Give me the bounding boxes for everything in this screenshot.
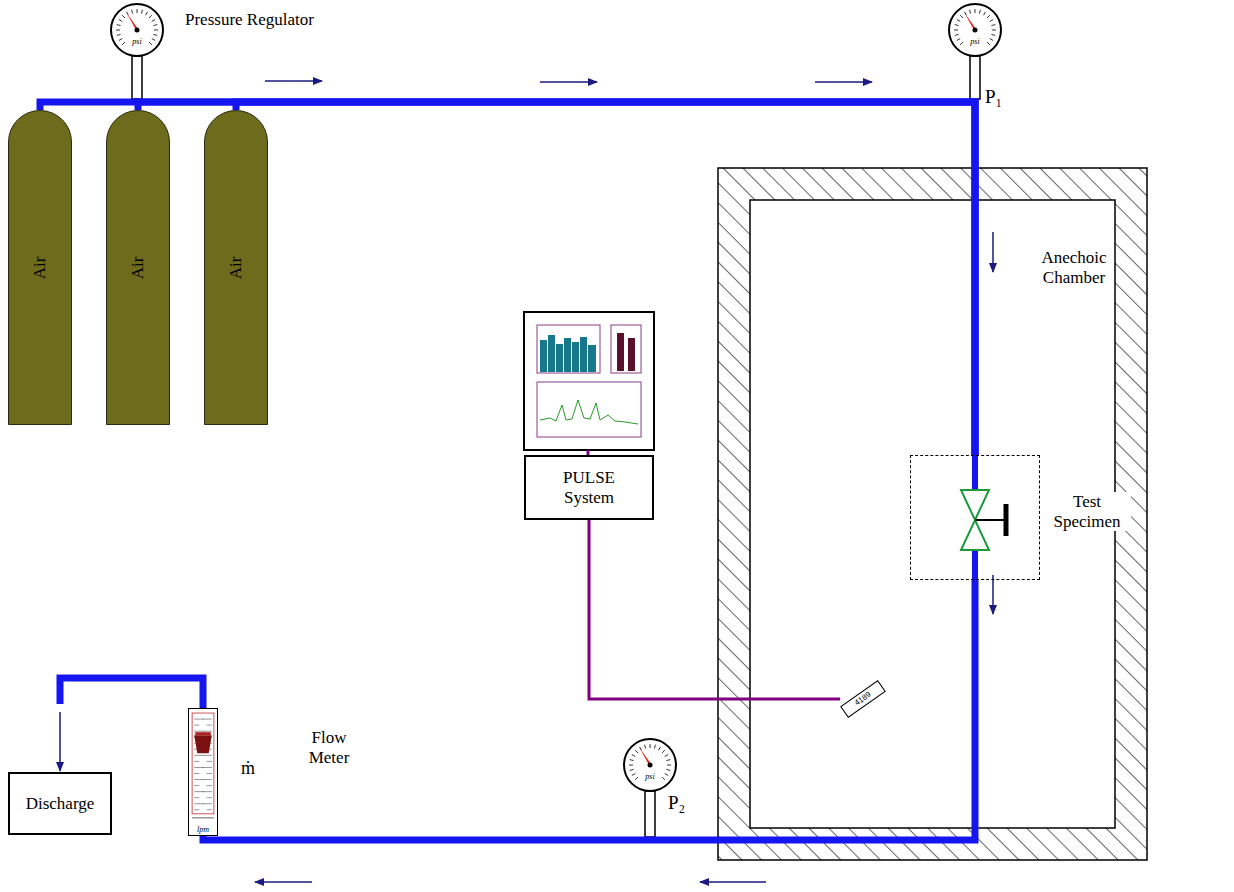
node-text: Test Specimen: [1043, 492, 1131, 531]
flow-arrow: [59, 712, 61, 771]
node-text: 4189: [842, 681, 885, 716]
diagram-label: ṁ: [241, 758, 255, 779]
air-pipe: [40, 102, 975, 455]
monitor: [524, 312, 654, 450]
air-pipe: [236, 102, 975, 455]
diagram-label: P₂: [668, 792, 685, 814]
pressure-gauge: psi: [110, 3, 164, 57]
test-specimen: Test Specimen: [910, 455, 1040, 580]
flow-arrows: [255, 81, 993, 882]
pressure-gauge: psi: [948, 3, 1002, 57]
air-cylinder: Air: [204, 110, 268, 425]
node-text: psi: [112, 37, 162, 46]
pulse-system: PULSE System: [524, 455, 654, 520]
node-text: Air: [128, 256, 148, 279]
valve-symbol: [961, 455, 1006, 580]
air-pipe: [138, 102, 975, 455]
pipe-line: [60, 678, 203, 708]
gauge-face: [112, 5, 162, 55]
meter-scale: [189, 709, 217, 835]
diagram-label: Flow Meter: [298, 728, 360, 768]
discharge-box: Discharge: [8, 772, 112, 835]
cable-line: [589, 520, 840, 699]
air-pipe: [60, 678, 203, 771]
pipe-line: [236, 102, 975, 455]
diagram-label: P₁: [985, 86, 1002, 108]
chamber-wall: [718, 168, 1147, 860]
gauge-face: [625, 740, 675, 790]
gauge-face: [950, 5, 1000, 55]
gauge-stems: [132, 56, 980, 837]
anechoic-chamber: Anechoic ChamberTest Specimen 4189: [750, 200, 1115, 828]
pipe-line: [138, 102, 975, 455]
pressure-gauge: psi: [623, 738, 677, 792]
node-text: psi: [950, 37, 1000, 46]
node-text: Air: [30, 256, 50, 279]
node-text: psi: [625, 772, 675, 781]
pipe-line: [40, 102, 975, 455]
node-text: Air: [226, 256, 246, 279]
diagram-label: Pressure Regulator: [185, 10, 314, 30]
signal-cable: [589, 520, 840, 699]
microphone: 4189: [840, 680, 886, 718]
flow-meter: lpm: [188, 708, 218, 836]
node-text: Discharge: [26, 794, 95, 814]
node-text: PULSE System: [552, 468, 626, 507]
air-cylinder: Air: [8, 110, 72, 425]
node-text: Anechoic Chamber: [1036, 248, 1112, 287]
node-text: lpm: [189, 825, 217, 834]
air-cylinder: Air: [106, 110, 170, 425]
